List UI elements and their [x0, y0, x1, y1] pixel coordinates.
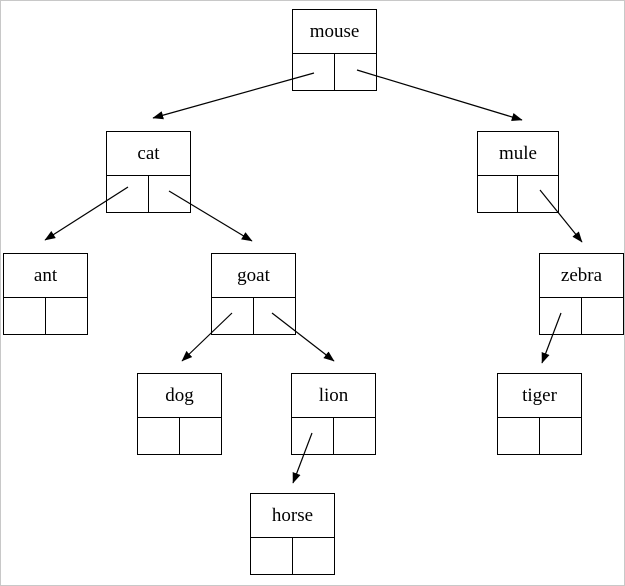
node-right-pointer-horse[interactable] — [293, 538, 335, 574]
tree-node-mouse[interactable]: mouse — [292, 9, 377, 91]
tree-edges — [44, 69, 583, 484]
node-label-ant: ant — [4, 254, 87, 298]
node-right-pointer-ant[interactable] — [46, 298, 88, 334]
edge-mouse-to-mule — [356, 69, 523, 122]
edge-mouse-to-cat — [152, 72, 315, 120]
node-left-pointer-ant[interactable] — [4, 298, 46, 334]
node-pointer-row-tiger — [498, 418, 581, 454]
node-pointer-row-horse — [251, 538, 334, 574]
node-left-pointer-mouse[interactable] — [293, 54, 335, 90]
tree-node-ant[interactable]: ant — [3, 253, 88, 335]
node-pointer-row-mule — [478, 176, 558, 212]
node-label-lion: lion — [292, 374, 375, 418]
node-right-pointer-tiger[interactable] — [540, 418, 582, 454]
node-label-goat: goat — [212, 254, 295, 298]
edge-zebra-to-tiger — [541, 312, 562, 364]
node-pointer-row-zebra — [540, 298, 623, 334]
edge-lion-to-horse — [292, 432, 313, 484]
node-pointer-row-mouse — [293, 54, 376, 90]
node-label-dog: dog — [138, 374, 221, 418]
node-right-pointer-dog[interactable] — [180, 418, 222, 454]
tree-node-horse[interactable]: horse — [250, 493, 335, 575]
node-label-horse: horse — [251, 494, 334, 538]
node-label-mule: mule — [478, 132, 558, 176]
node-right-pointer-lion[interactable] — [334, 418, 376, 454]
edge-goat-to-dog — [181, 312, 233, 362]
node-label-zebra: zebra — [540, 254, 623, 298]
node-right-pointer-goat[interactable] — [254, 298, 296, 334]
tree-node-lion[interactable]: lion — [291, 373, 376, 455]
node-left-pointer-zebra[interactable] — [540, 298, 582, 334]
node-right-pointer-zebra[interactable] — [582, 298, 624, 334]
edge-cat-to-ant — [44, 186, 129, 241]
tree-node-goat[interactable]: goat — [211, 253, 296, 335]
node-left-pointer-horse[interactable] — [251, 538, 293, 574]
edge-cat-to-goat — [168, 190, 253, 242]
node-label-mouse: mouse — [293, 10, 376, 54]
node-right-pointer-mule[interactable] — [518, 176, 558, 212]
tree-node-dog[interactable]: dog — [137, 373, 222, 455]
node-left-pointer-dog[interactable] — [138, 418, 180, 454]
node-pointer-row-ant — [4, 298, 87, 334]
node-pointer-row-goat — [212, 298, 295, 334]
tree-node-tiger[interactable]: tiger — [497, 373, 582, 455]
node-left-pointer-goat[interactable] — [212, 298, 254, 334]
edge-goat-to-lion — [271, 312, 335, 362]
node-left-pointer-mule[interactable] — [478, 176, 518, 212]
node-right-pointer-cat[interactable] — [149, 176, 191, 212]
node-pointer-row-cat — [107, 176, 190, 212]
node-left-pointer-cat[interactable] — [107, 176, 149, 212]
edge-mule-to-zebra — [539, 189, 583, 243]
node-right-pointer-mouse[interactable] — [335, 54, 377, 90]
node-left-pointer-tiger[interactable] — [498, 418, 540, 454]
node-label-cat: cat — [107, 132, 190, 176]
tree-node-cat[interactable]: cat — [106, 131, 191, 213]
node-left-pointer-lion[interactable] — [292, 418, 334, 454]
node-label-tiger: tiger — [498, 374, 581, 418]
node-pointer-row-dog — [138, 418, 221, 454]
tree-node-zebra[interactable]: zebra — [539, 253, 624, 335]
node-pointer-row-lion — [292, 418, 375, 454]
tree-node-mule[interactable]: mule — [477, 131, 559, 213]
